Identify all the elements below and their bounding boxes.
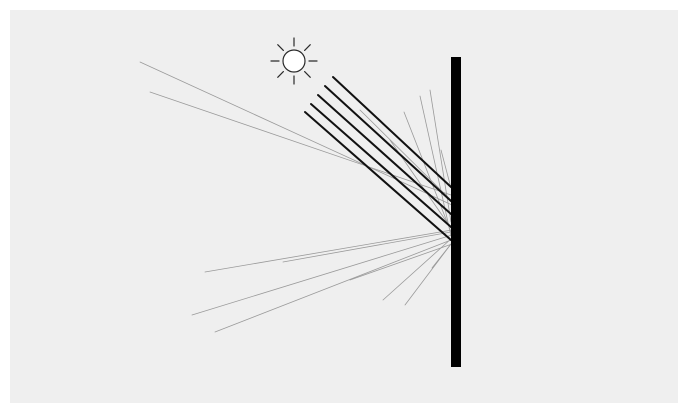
sun-disc [283, 50, 305, 72]
sun-icon [271, 38, 317, 84]
diagram-panel [10, 10, 678, 403]
reflecting-surface [451, 57, 461, 367]
